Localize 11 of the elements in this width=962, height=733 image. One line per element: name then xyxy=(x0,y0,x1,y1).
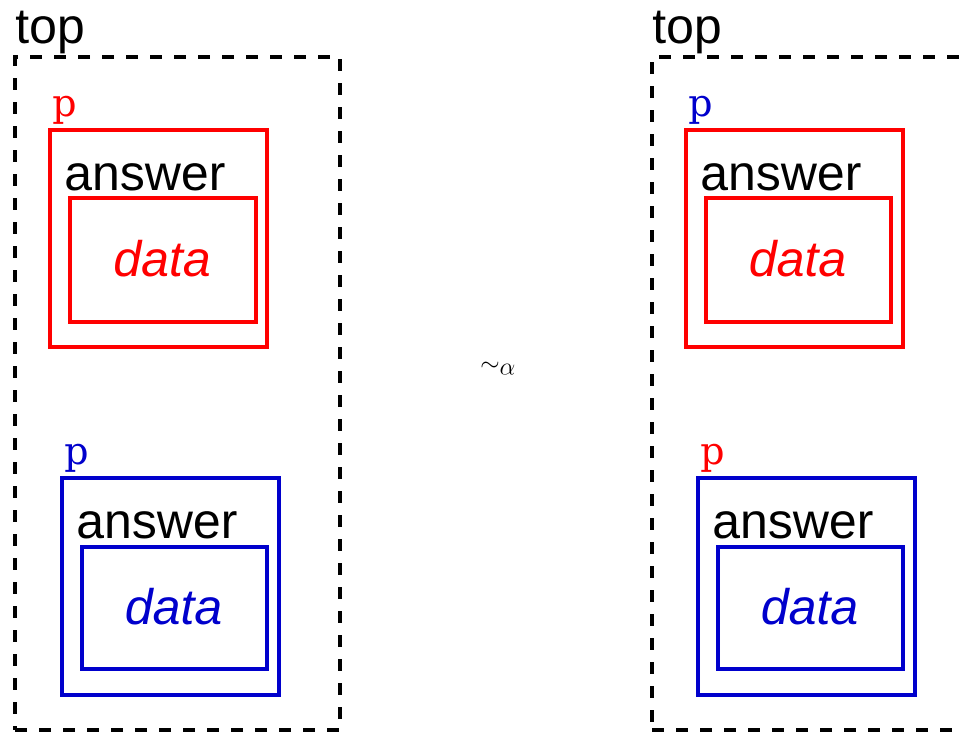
box-heading: p xyxy=(53,96,75,124)
box-heading: p xyxy=(701,444,723,472)
inner-box: data xyxy=(716,545,905,671)
box-heading: p xyxy=(689,96,711,124)
frame-heading: top xyxy=(652,10,720,54)
inner-box: data xyxy=(704,196,893,324)
relation-symbol: $\sim_{\alpha}$ xyxy=(482,362,514,375)
inner-box: data xyxy=(68,196,258,324)
inner-box: data xyxy=(80,545,269,671)
frame-heading: top xyxy=(16,10,83,54)
box-heading: p xyxy=(65,444,87,472)
